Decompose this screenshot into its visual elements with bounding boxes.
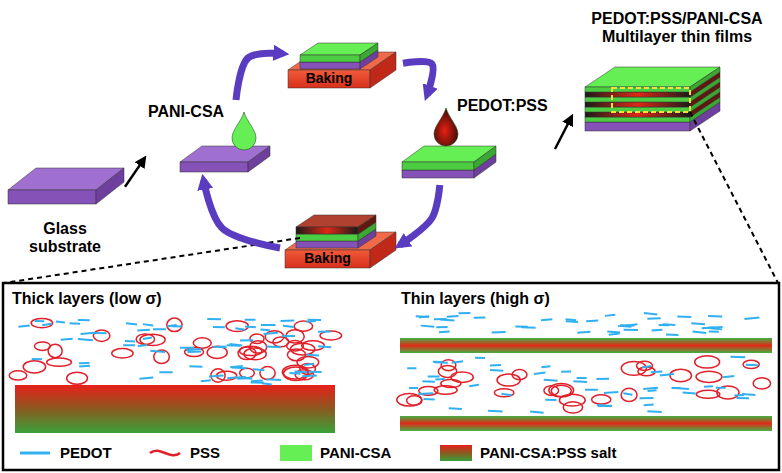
salt-layer	[400, 416, 772, 431]
legend-label: PEDOT	[60, 444, 112, 461]
inset-panel: Thick layers (low σ)	[8, 288, 368, 436]
layer-slab	[180, 146, 270, 172]
salt-layer	[400, 338, 772, 353]
legend-label: PANI-CSA	[320, 444, 391, 461]
coating-step: PANI-CSA	[145, 100, 275, 180]
substrate-slab: Glass substrate	[5, 140, 125, 270]
node-label: Thick layers (low σ)	[12, 290, 352, 308]
legend-swatch	[440, 445, 472, 461]
legend-sample	[20, 452, 50, 455]
layer-slab	[288, 52, 396, 88]
inset-panel: Thin layers (high σ)	[395, 288, 775, 436]
zoom-line	[690, 112, 778, 283]
cycle-arrow	[403, 62, 433, 95]
legend-label: PSS	[190, 444, 220, 461]
polymer-chains	[416, 313, 760, 335]
hotplate: Baking	[283, 28, 403, 92]
node-label: Baking	[285, 250, 370, 266]
coating-step: PEDOT:PSS	[395, 95, 555, 185]
node-label: Baking	[288, 70, 370, 86]
node-label: Glass substrate	[15, 220, 115, 257]
inset-frame	[3, 283, 779, 470]
cycle-arrow	[204, 180, 281, 248]
droplet	[434, 108, 458, 146]
node-label: PEDOT:PSS	[457, 97, 553, 115]
node-label: PEDOT:PSS/PANI-CSA Multilayer thin films	[578, 10, 776, 47]
node-label: Thin layers (high σ)	[401, 290, 761, 308]
hotplate: Baking	[280, 212, 400, 272]
polymer-chains	[9, 318, 341, 384]
layer-slab	[8, 168, 124, 204]
salt-layer	[15, 385, 335, 433]
layer-slab	[285, 232, 396, 268]
node-label: PANI-CSA	[148, 103, 238, 121]
polymer-chains	[397, 356, 771, 413]
legend-swatch	[280, 445, 312, 461]
layer-slab	[296, 215, 376, 234]
legend-sample	[150, 451, 180, 456]
zoom-box	[612, 88, 690, 112]
flow-arrow	[555, 116, 572, 149]
multilayer-film: PEDOT:PSS/PANI-CSA Multilayer thin films	[572, 8, 780, 135]
legend-label: PANI-CSA:PSS salt	[480, 444, 616, 461]
layer-slab	[402, 146, 496, 170]
flow-arrow	[125, 158, 145, 187]
layer-slab	[300, 43, 378, 62]
cycle-arrow	[400, 185, 440, 245]
cycle-arrow	[236, 53, 283, 100]
droplet	[232, 112, 256, 150]
